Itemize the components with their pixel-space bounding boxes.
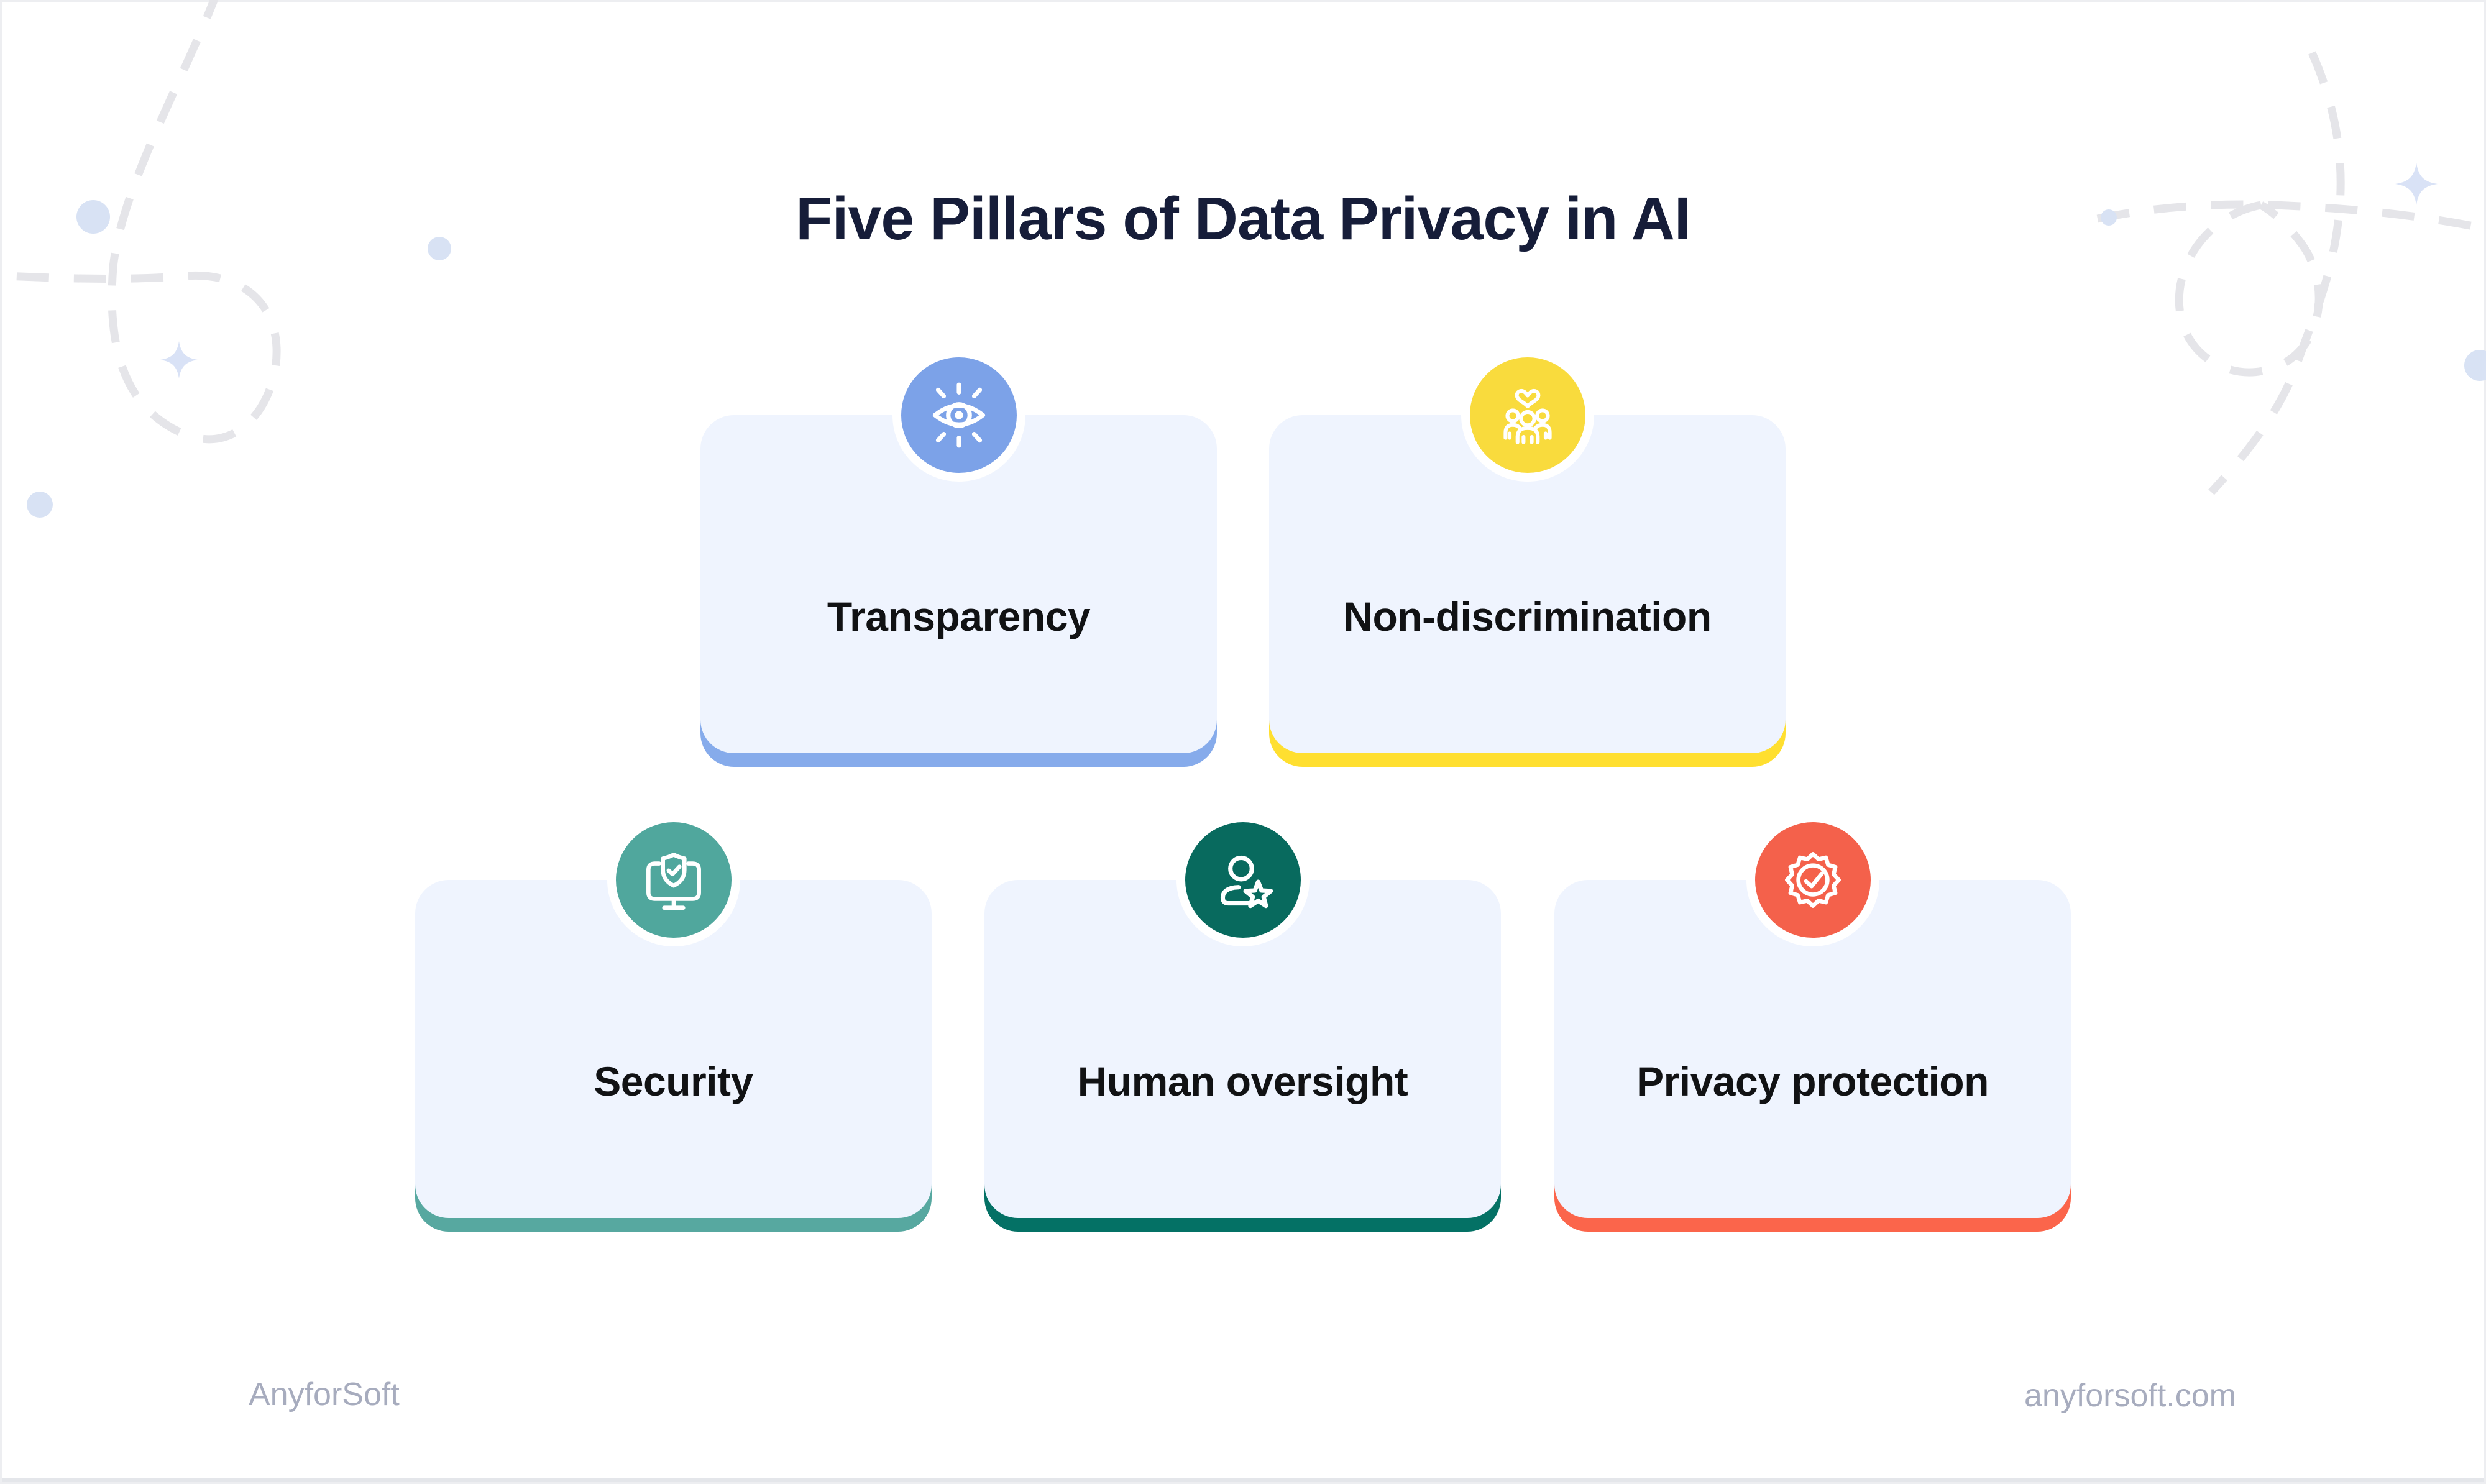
dashed-curve-left (0, 0, 281, 444)
card-human-oversight: Human oversight (984, 813, 1501, 1218)
dashed-loop-right (2175, 201, 2323, 377)
card-non-discrimination: Non-discrimination (1269, 349, 1786, 753)
transparency-icon-badge (892, 349, 1025, 482)
people-heart-icon (1503, 388, 1552, 444)
decor-dot (428, 237, 451, 260)
brand-name: AnyforSoft (249, 1376, 400, 1413)
decor-dot (2464, 350, 2486, 381)
card-label: Human oversight (1077, 1058, 1408, 1104)
monitor-shield-icon (646, 853, 701, 910)
decor-dot (76, 200, 110, 234)
dashed-curve-right-vertical (2208, 51, 2345, 495)
card-label: Security (594, 1058, 753, 1104)
page-title: Five Pillars of Data Privacy in AI (796, 185, 1691, 252)
badge-check-icon (1784, 852, 1841, 908)
decor-dot (2101, 209, 2117, 226)
non-discrimination-icon-badge (1461, 349, 1594, 482)
eye-icon (932, 382, 985, 448)
card-transparency: Transparency (700, 349, 1217, 753)
sparkle-icon (160, 341, 198, 378)
security-icon-badge (607, 813, 740, 946)
dashed-line-right-horizontal (2096, 200, 2486, 233)
card-privacy-protection: Privacy protection (1554, 813, 2071, 1218)
privacy-protection-icon-badge (1746, 813, 1879, 946)
person-star-icon (1220, 855, 1273, 909)
human-oversight-icon-badge (1176, 813, 1310, 946)
decor-dot (27, 492, 53, 518)
card-security: Security (415, 813, 932, 1218)
website-url: anyforsoft.com (2024, 1378, 2236, 1414)
card-label: Privacy protection (1636, 1058, 1989, 1104)
card-label: Transparency (827, 593, 1091, 639)
sparkle-icon (2395, 163, 2438, 205)
card-label: Non-discrimination (1343, 593, 1712, 639)
